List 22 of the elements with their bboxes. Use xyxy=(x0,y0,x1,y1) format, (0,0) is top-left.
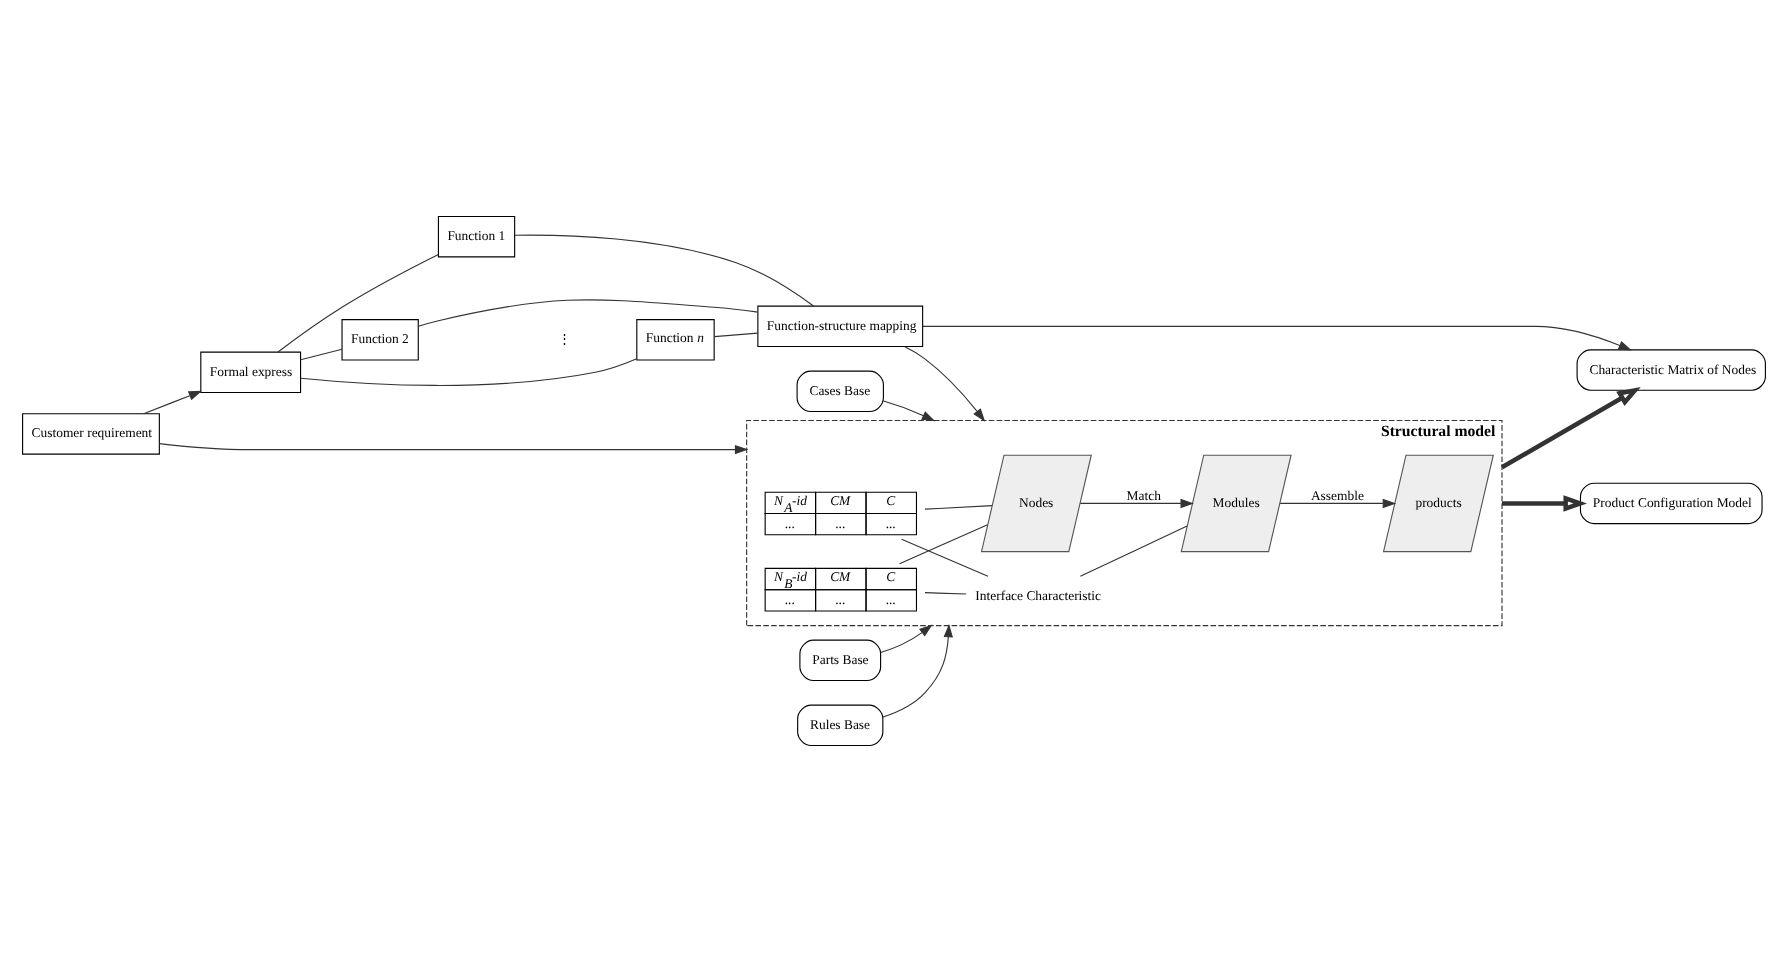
arrow xyxy=(1079,497,1194,508)
arrow xyxy=(143,389,203,414)
connector xyxy=(713,331,759,337)
arrow xyxy=(1279,497,1397,508)
arrow xyxy=(882,622,953,717)
connector xyxy=(300,357,638,385)
arrow xyxy=(880,623,933,653)
connector xyxy=(924,591,967,594)
connector xyxy=(277,252,439,352)
arrow xyxy=(882,399,936,421)
connector xyxy=(417,298,759,326)
arrow xyxy=(922,324,1632,350)
connector xyxy=(901,537,989,576)
arrow xyxy=(1500,386,1641,469)
connector xyxy=(300,347,343,360)
arrow xyxy=(1502,494,1588,511)
arrow xyxy=(903,344,986,421)
arrow xyxy=(158,442,749,454)
connector xyxy=(514,233,815,306)
connector xyxy=(899,523,989,564)
connector xyxy=(1079,524,1188,576)
connector xyxy=(924,504,993,509)
